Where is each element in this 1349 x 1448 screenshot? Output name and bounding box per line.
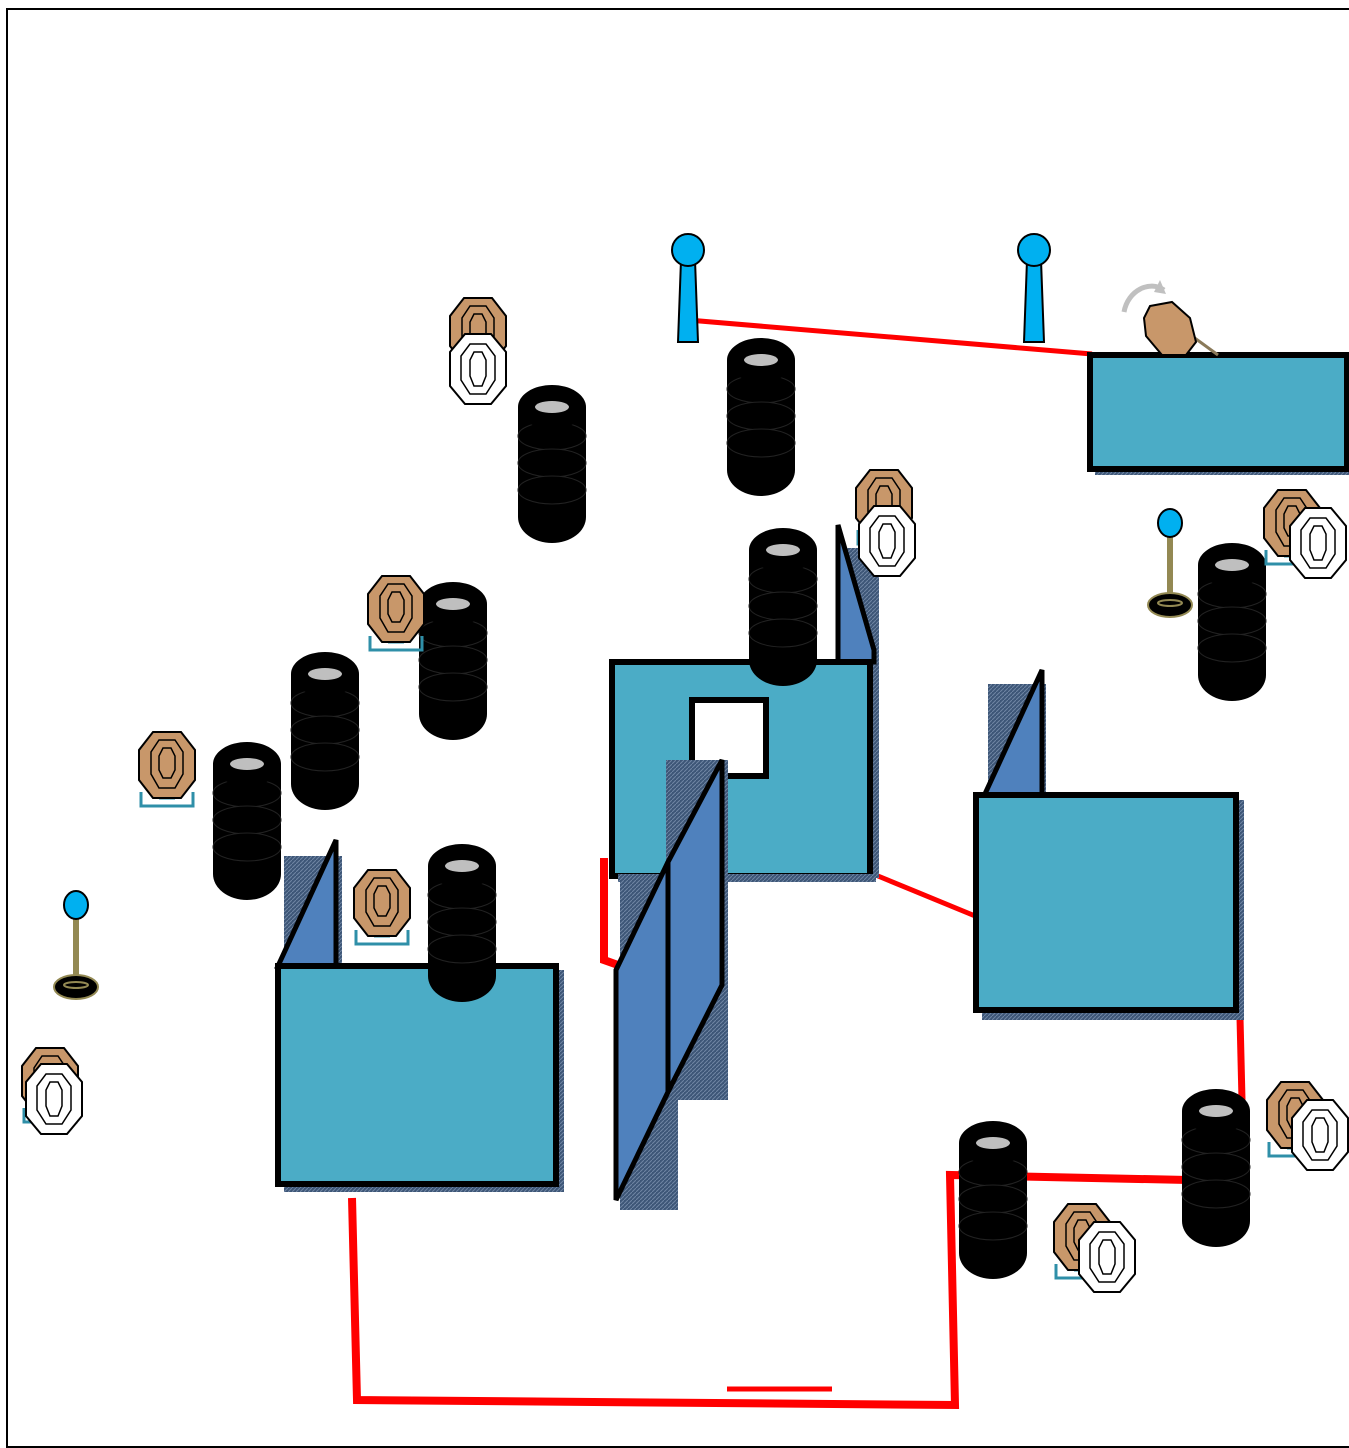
mini-popper-icon xyxy=(1148,509,1192,617)
wall-right xyxy=(973,668,1244,1020)
fault-line-middle xyxy=(877,873,981,921)
no-shoot-target-icon xyxy=(1289,507,1347,579)
paper-target-icon xyxy=(137,730,197,808)
no-shoot-target-icon xyxy=(449,333,507,405)
wall-top-right xyxy=(1087,352,1349,475)
barrel-stack-icon xyxy=(418,581,488,741)
wall-bottom-left xyxy=(274,838,564,1192)
no-shoot-target-icon xyxy=(1078,1221,1136,1293)
popper-icon xyxy=(671,233,705,343)
barrel-stack-icon xyxy=(958,1120,1028,1280)
wall-center xyxy=(609,524,879,882)
no-shoot-target-icon xyxy=(858,505,916,577)
swinging-target-icon xyxy=(1121,280,1219,357)
no-shoot-target-icon xyxy=(25,1063,83,1135)
barrel-stack-icon xyxy=(290,651,360,811)
paper-target-icon xyxy=(366,574,426,652)
barrel-stack-icon xyxy=(1197,542,1267,702)
barrel-stack-icon xyxy=(726,337,796,497)
panels-center xyxy=(613,758,728,1210)
paper-target-icon xyxy=(352,868,412,946)
no-shoot-target-icon xyxy=(1291,1099,1349,1171)
fault-line-box xyxy=(348,1170,1189,1410)
angled-panel xyxy=(835,524,877,665)
window-port xyxy=(689,697,769,779)
barrel-stack-icon xyxy=(427,843,497,1003)
barrel-stack-icon xyxy=(748,527,818,687)
barrel-stack-icon xyxy=(212,741,282,901)
popper-icon xyxy=(1017,233,1051,343)
fault-line-center-left xyxy=(600,858,620,969)
barrel-stack-icon xyxy=(517,384,587,544)
barrel-stack-icon xyxy=(1181,1088,1251,1248)
mini-popper-icon xyxy=(54,891,98,999)
fault-line-top xyxy=(687,317,1093,357)
